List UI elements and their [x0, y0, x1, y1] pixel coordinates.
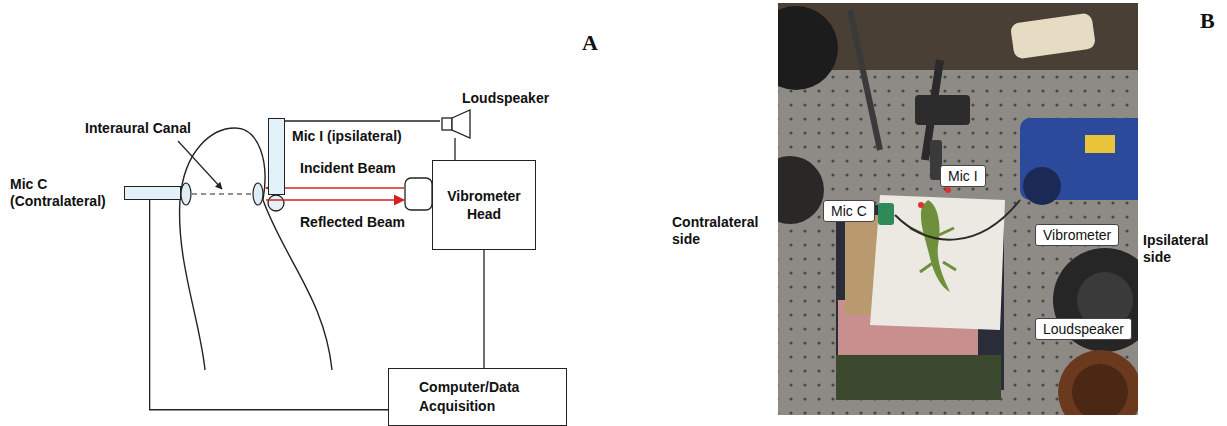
mic-symbol: [268, 118, 285, 195]
cable: [895, 200, 1020, 240]
laser-spot: [918, 202, 924, 208]
mic-c-body: [878, 203, 894, 225]
beam-label: Reflected Beam: [300, 214, 405, 231]
connector-line: [150, 200, 388, 410]
node-text: Vibrometer: [1043, 226, 1111, 244]
left-ear: [181, 183, 191, 205]
node-text: Mic I: [948, 167, 978, 185]
panel-letter: B: [1200, 8, 1215, 34]
photo-label: Loudspeaker: [1035, 318, 1132, 340]
gecko-leg: [920, 262, 934, 272]
warning-tag: [1085, 135, 1115, 153]
side-label: Ipsilateral side: [1143, 232, 1223, 266]
node-text: Loudspeaker: [462, 90, 570, 107]
loudspeaker-symbol: [440, 110, 476, 138]
photo-label: Vibrometer: [1035, 224, 1119, 246]
node-text: Computer/Data Acquisition: [419, 378, 556, 416]
photo-label: Mic C: [823, 200, 875, 222]
stand-base: [778, 6, 838, 90]
panel-letter: A: [582, 30, 598, 56]
stand-base: [778, 156, 824, 224]
process-box: Computer/Data Acquisition: [388, 368, 567, 426]
mic-c: Mic C (Contralateral): [10, 176, 182, 212]
stand-rod: [850, 10, 880, 150]
speaker-magnet: [442, 118, 452, 130]
node-text: Mic C (Contralateral): [10, 176, 116, 210]
gecko-leg: [943, 262, 956, 270]
incident-beam: [266, 187, 404, 189]
coil-center: [1072, 364, 1128, 415]
process-box: Vibrometer Head: [432, 160, 536, 250]
gecko-leg: [939, 228, 954, 235]
mic-symbol: [124, 186, 181, 200]
speaker-cone: [452, 110, 470, 138]
photo-label: Mic I: [940, 165, 986, 187]
paper-towel: [870, 195, 1005, 330]
connector-line: [285, 120, 440, 121]
node-text: Vibrometer Head: [436, 187, 532, 223]
node-text: Mic C: [831, 202, 867, 220]
vibrometer-lens: [1023, 167, 1061, 205]
right-ear: [253, 183, 263, 205]
connector-line: [454, 138, 455, 160]
photo: [778, 3, 1138, 415]
leader-line: [178, 141, 222, 189]
vibrometer-lens: [405, 178, 432, 210]
coil: [1058, 350, 1138, 415]
mic-i: Mic I (ipsilateral): [268, 118, 438, 198]
mic-tip: [268, 195, 284, 211]
loudspeaker: Loudspeaker: [440, 90, 570, 140]
mic-clamp: [915, 95, 970, 125]
gecko: [921, 200, 950, 292]
connector-line: [483, 250, 484, 368]
node-text: Mic I (ipsilateral): [292, 128, 438, 145]
beam-label: Incident Beam: [300, 160, 396, 177]
node-text: Loudspeaker: [1043, 320, 1124, 338]
callout-label: Interaural Canal: [85, 120, 191, 137]
interaural-canal-line: [192, 193, 252, 194]
reflected-beam: [266, 199, 404, 201]
side-label: Contralateral side: [672, 214, 772, 248]
laser-spot: [945, 187, 951, 193]
book: [836, 355, 1001, 400]
remote: [1010, 12, 1096, 59]
